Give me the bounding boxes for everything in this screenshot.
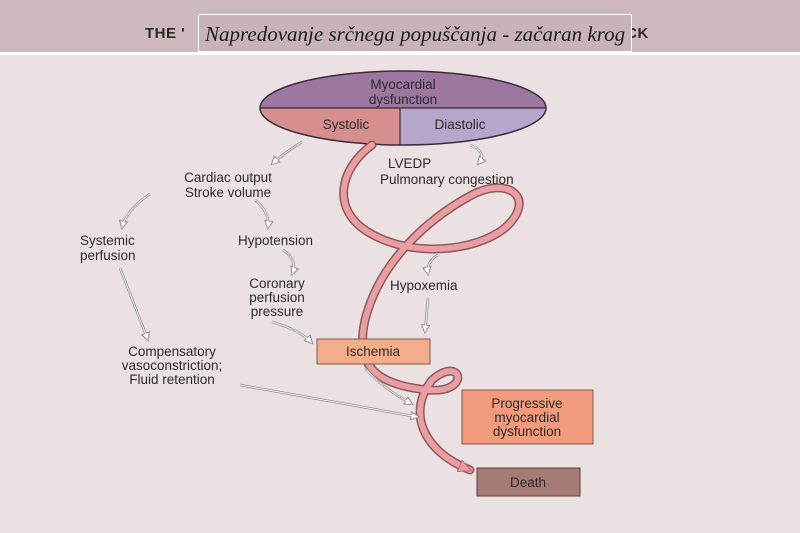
fluid-retention-label: Fluid retention [129,372,215,387]
dysfunction-label: dysfunction [493,424,561,439]
hypoxemia-label: Hypoxemia [390,278,458,293]
myocardial-label-line1: Myocardial [370,77,435,92]
stroke-volume-label: Stroke volume [185,185,271,200]
perfusion-label: perfusion [80,248,136,263]
cardiac-output-label: Cardiac output [184,170,272,185]
systolic-label: Systolic [323,117,370,132]
compensatory-label: Compensatory [128,344,216,359]
death-label: Death [510,475,546,490]
myocardial-label-line2: dysfunction [369,92,437,107]
header-divider [0,52,800,55]
vicious-cycle-spiral [339,140,524,475]
systemic-label: Systemic [80,233,135,248]
lvedp-label: LVEDP [388,156,431,171]
diastolic-label: Diastolic [434,117,485,132]
ischemia-label: Ischemia [346,344,401,359]
background-heading-left: THE ' [145,25,186,42]
myocardial-dysfunction-ellipse [259,70,547,146]
ischemia-box [316,338,431,365]
progressive-dysfunction-box [461,389,594,445]
progressive-label: Progressive [491,396,562,411]
hypotension-label: Hypotension [238,233,313,248]
pulmonary-congestion-label: Pulmonary congestion [380,172,514,187]
vasoconstriction-label: vasoconstriction; [122,358,223,373]
slide-title: Napredovanje srčnega popuščanja - začara… [198,14,633,52]
myocardial-label: myocardial [494,410,559,425]
death-box [476,467,581,497]
coronary-label: Coronary [249,276,305,291]
coronary-perfusion-label: perfusion [249,290,305,305]
coronary-pressure-label: pressure [251,304,304,319]
